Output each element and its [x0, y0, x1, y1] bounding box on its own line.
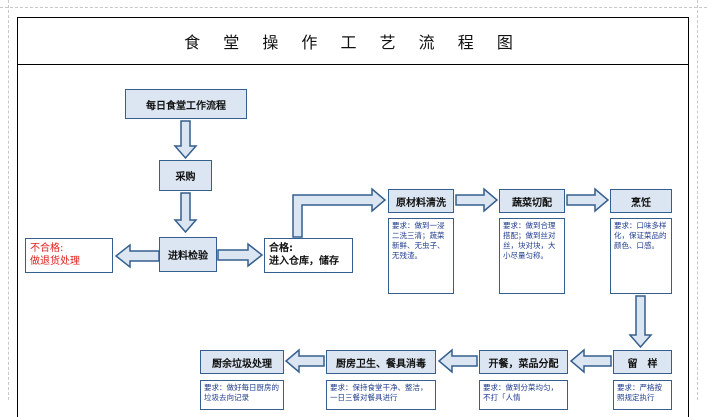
arrow-serve-to-clean	[437, 348, 478, 374]
node-waste-label: 厨余垃圾处理	[212, 358, 272, 370]
node-vegetable-cutting: 蔬菜切配	[499, 189, 565, 213]
node-purchase-label: 采购	[175, 172, 196, 183]
node-serving: 开餐，菜品分配	[479, 350, 568, 374]
node-pass-storage: 合格: 进入仓库，储存	[264, 238, 353, 273]
node-clean-label: 厨房卫生、餐具消毒	[336, 358, 426, 370]
page-guide-top	[0, 7, 707, 8]
node-kitchen-cleaning: 厨房卫生、餐具消毒	[326, 350, 436, 374]
arrow-clean-to-waste	[284, 348, 325, 374]
node-cook-label: 烹饪	[631, 197, 651, 209]
note-cook: 要求：口味多样化，保证菜品的颜色、口感。	[610, 218, 672, 294]
note-waste: 要求：做好每日厨房的垃圾去向记录	[200, 380, 284, 410]
note-sample: 要求：严格按照规定执行	[613, 380, 672, 410]
node-daily-workflow: 每日食堂工作流程	[125, 89, 247, 119]
title-bar: 食 堂 操 作 工 艺 流 程 图	[17, 17, 689, 65]
node-waste-disposal: 厨余垃圾处理	[200, 350, 284, 374]
arrow-inspection-to-pass	[217, 242, 264, 268]
node-purchase: 采购	[159, 160, 212, 191]
arrow-sample-to-serve	[569, 348, 612, 374]
flow-arrows	[114, 120, 653, 374]
node-raw-material-wash: 原材料清洗	[388, 189, 454, 213]
arrow-inspection-to-reject	[114, 243, 160, 269]
node-daily-workflow-label: 每日食堂工作流程	[146, 100, 226, 112]
node-inspection-label: 进料检验	[168, 251, 208, 262]
arrow-cut-to-cook	[566, 187, 610, 213]
page-guide-right	[697, 0, 698, 400]
node-sample-label: 留 样	[627, 358, 658, 370]
note-serve: 要求：做到分菜均匀，不打「人情	[479, 380, 568, 410]
diagram-frame	[17, 17, 689, 417]
node-inspection: 进料检验	[159, 237, 217, 272]
node-cut-label: 蔬菜切配	[512, 197, 552, 209]
page-guide-left	[8, 0, 9, 400]
arrow-cook-to-sample	[628, 295, 653, 349]
node-sample-retention: 留 样	[613, 350, 672, 374]
note-clean: 要求：保持食堂干净、整洁，一日三餐对餐具进行	[326, 380, 436, 410]
arrow-daily-to-purchase	[173, 120, 198, 160]
node-serve-label: 开餐，菜品分配	[488, 358, 559, 370]
note-cut: 要求：做到合理搭配；做到丝对丝，块对块，大小尽量匀称。	[499, 218, 565, 294]
node-wash-label: 原材料清洗	[396, 197, 446, 209]
arrow-pass-to-wash	[292, 187, 387, 238]
arrow-purchase-to-inspection	[173, 192, 198, 234]
node-cooking: 烹饪	[610, 189, 672, 213]
diagram-title: 食 堂 操 作 工 艺 流 程 图	[184, 32, 522, 52]
node-reject: 不合格: 做退货处理	[25, 238, 113, 273]
note-wash: 要求：做到一浸二洗三清；蔬菜新鲜、无虫子、无残渣。	[388, 218, 454, 294]
arrow-wash-to-cut	[455, 187, 499, 213]
